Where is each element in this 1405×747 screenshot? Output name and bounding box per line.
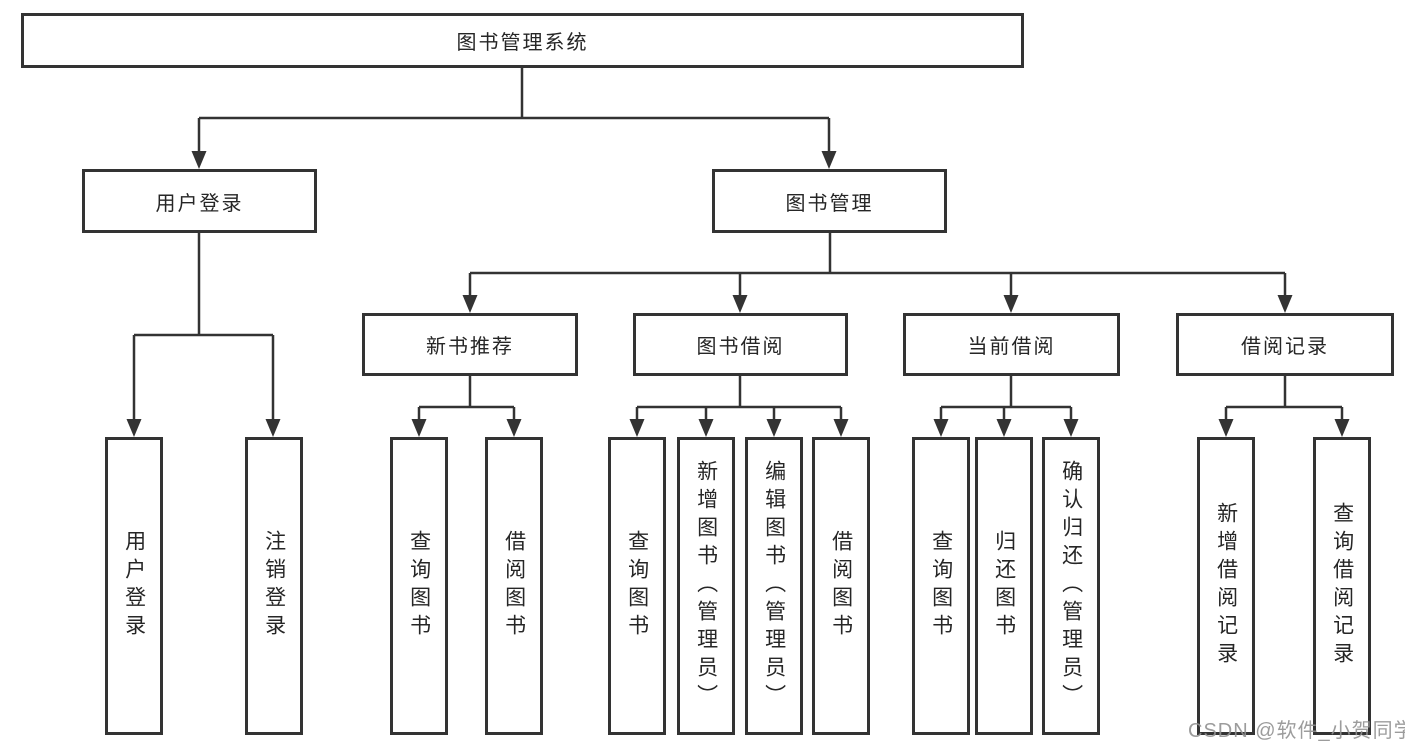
node-label: 查询图书 [929,530,953,642]
node-label: 图书借阅 [696,336,785,358]
node-label: 用户登录 [155,192,244,215]
leaf-query-books-recommend: 查询图书 [390,437,448,735]
node-label: 编辑图书（管理员） [762,460,786,712]
leaf-return-books: 归还图书 [975,437,1033,735]
connector-strokes [132,68,1344,420]
leaf-add-borrow-record: 新增借阅记录 [1197,437,1255,735]
node-user-login: 用户登录 [82,169,317,233]
node-library-management-system: 图书管理系统 [21,13,1024,68]
node-label: 用户登录 [122,530,146,642]
node-book-borrowing: 图书借阅 [633,313,848,376]
leaf-edit-books-admin: 编辑图书（管理员） [745,437,803,735]
node-new-book-recommendation: 新书推荐 [362,313,578,376]
leaf-query-borrow-record: 查询借阅记录 [1313,437,1371,735]
node-label: 确认归还（管理员） [1059,460,1083,712]
node-label: 新书推荐 [426,336,514,358]
node-label: 图书管理系统 [456,32,589,54]
leaf-borrow-books-borrowing: 借阅图书 [812,437,870,735]
arrowheads [126,151,1350,437]
node-current-borrowing: 当前借阅 [903,313,1120,376]
node-label: 借阅图书 [502,530,526,642]
node-label: 查询图书 [407,530,431,642]
node-label: 新增借阅记录 [1214,502,1238,670]
leaf-query-books-borrowing: 查询图书 [608,437,666,735]
watermark-text: CSDN @软件_小贺同学 [1188,720,1405,742]
node-label: 新增图书（管理员） [694,460,718,712]
leaf-query-books-current: 查询图书 [912,437,970,735]
leaf-user-login: 用户登录 [105,437,163,735]
node-label: 查询借阅记录 [1330,502,1354,670]
node-label: 归还图书 [992,530,1016,642]
leaf-confirm-return-admin: 确认归还（管理员） [1042,437,1100,735]
node-label: 图书管理 [785,192,874,215]
node-label: 查询图书 [625,530,649,642]
leaf-borrow-books-recommend: 借阅图书 [485,437,543,735]
node-label: 借阅记录 [1241,336,1329,358]
node-label: 注销登录 [262,530,286,642]
node-borrowing-records: 借阅记录 [1176,313,1394,376]
leaf-logout: 注销登录 [245,437,303,735]
node-label: 当前借阅 [967,336,1056,358]
node-book-management: 图书管理 [712,169,947,233]
leaf-add-books-admin: 新增图书（管理员） [677,437,735,735]
node-label: 借阅图书 [829,530,853,642]
